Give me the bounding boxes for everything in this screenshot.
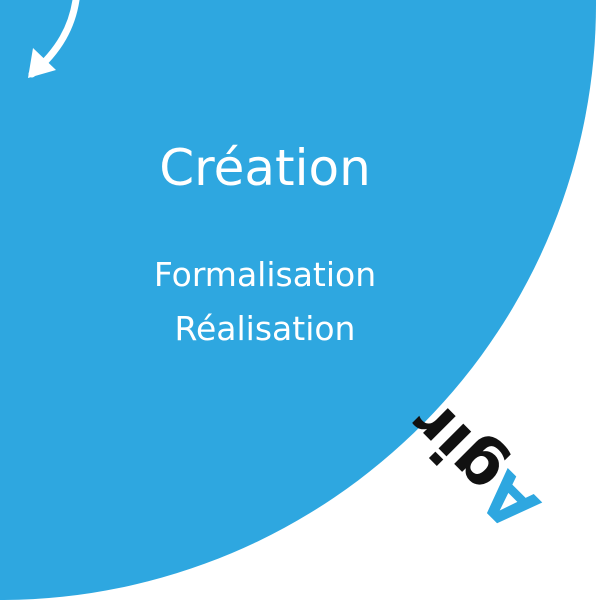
subitem-formalisation: Formalisation (153, 255, 377, 294)
quadrant-title: Création (159, 139, 371, 197)
curved-arrow-icon (28, 0, 80, 78)
subitem-realisation: Réalisation (174, 309, 356, 348)
